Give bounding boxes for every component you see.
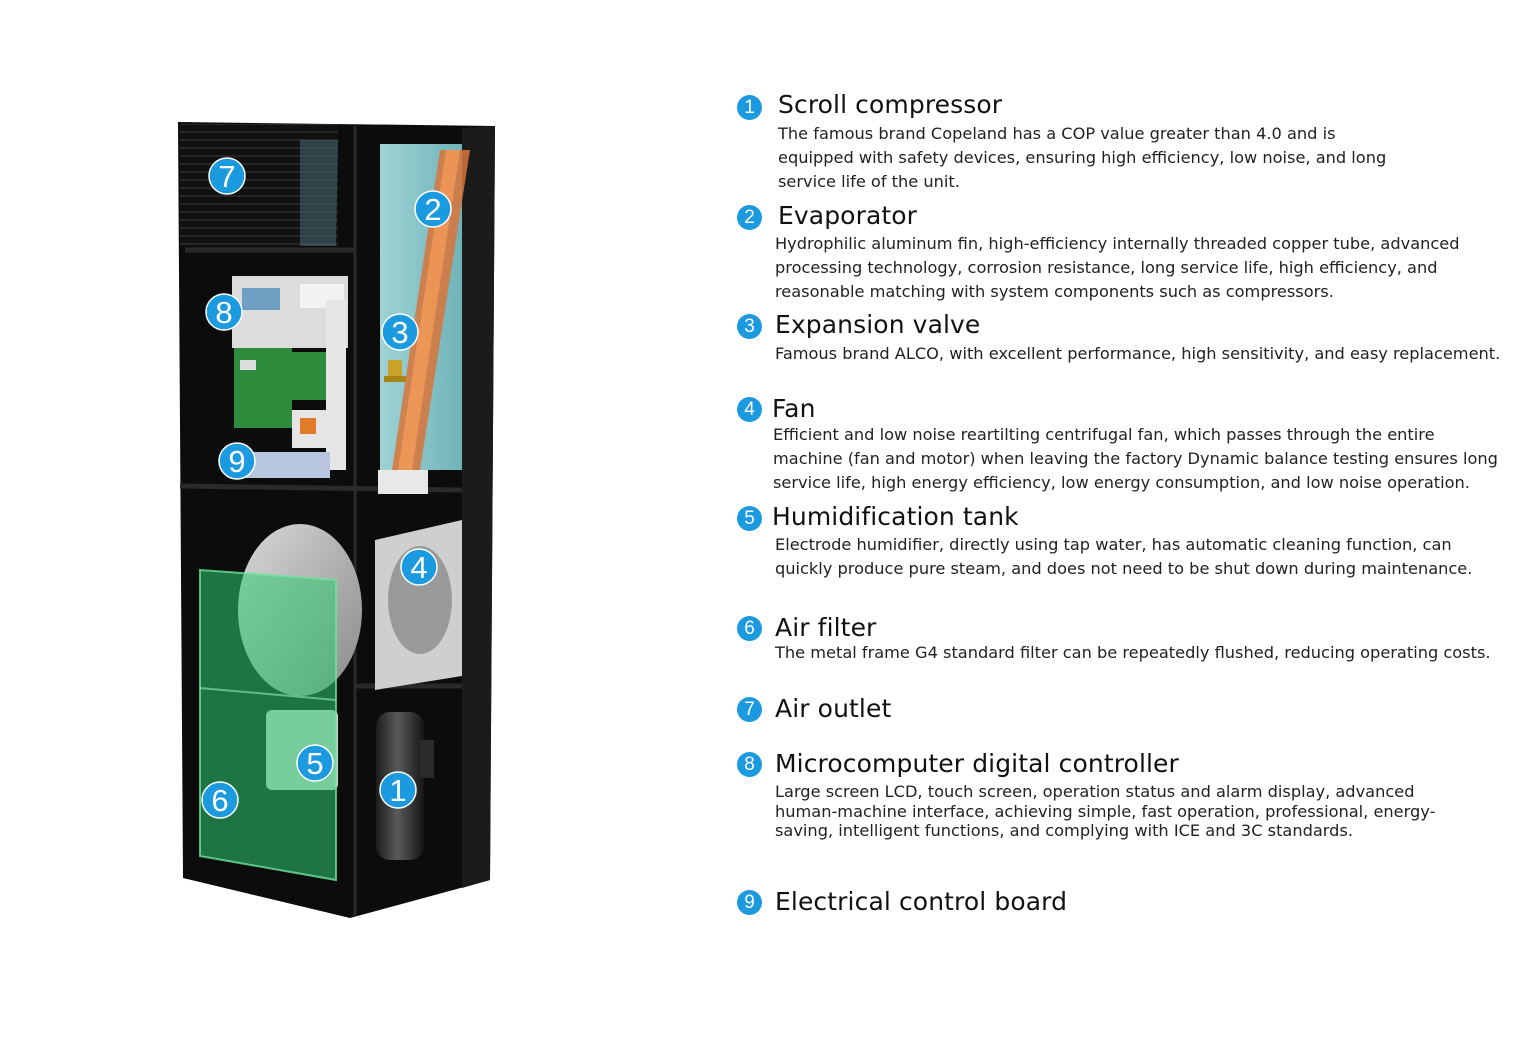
description-line: human-machine interface, achieving simpl… xyxy=(775,801,1436,821)
legend-description: Large screen LCD, touch screen, operatio… xyxy=(775,782,1435,841)
legend-number-badge: 3 xyxy=(737,314,762,339)
description-line: service life, high energy efficiency, lo… xyxy=(773,473,1470,492)
diagram-badge-number: 6 xyxy=(211,783,228,818)
description-line: Efficient and low noise reartilting cent… xyxy=(773,425,1435,444)
description-line: The metal frame G4 standard filter can b… xyxy=(775,643,1491,662)
description-line: processing technology, corrosion resista… xyxy=(775,258,1438,277)
legend-title: Electrical control board xyxy=(775,887,1068,916)
diagram-badge-4: 4 xyxy=(400,548,438,586)
legend-number-badge: 1 xyxy=(737,95,762,120)
diagram-badge-number: 1 xyxy=(389,773,406,808)
diagram-badge-number: 4 xyxy=(410,550,427,585)
description-line: quickly produce pure steam, and does not… xyxy=(775,559,1473,578)
diagram-badge-number: 5 xyxy=(306,746,323,781)
diagram-badge-number: 9 xyxy=(228,444,245,479)
precision-air-conditioner-cutaway: 1 2 3 4 5 6 7 8 9 xyxy=(178,122,495,918)
expansion-valve xyxy=(384,360,406,382)
diagram-badge-5: 5 xyxy=(296,744,334,782)
legend-description: Famous brand ALCO, with excellent perfor… xyxy=(775,342,1500,366)
diagram-badge-9: 9 xyxy=(218,442,256,480)
diagram-badge-number: 3 xyxy=(391,315,408,350)
legend-title: Scroll compressor xyxy=(778,90,1003,119)
legend-title: Fan xyxy=(772,394,816,423)
legend-number-badge: 2 xyxy=(737,205,762,230)
description-line: The famous brand Copeland has a COP valu… xyxy=(778,124,1336,143)
description-line: equipped with safety devices, ensuring h… xyxy=(778,148,1387,167)
legend-title: Expansion valve xyxy=(775,310,981,339)
diagram-badge-7: 7 xyxy=(208,157,246,195)
legend-description: Electrode humidifier, directly using tap… xyxy=(775,533,1472,581)
legend-title: Air filter xyxy=(775,613,877,642)
description-line: Electrode humidifier, directly using tap… xyxy=(775,535,1452,554)
diagram-badge-3: 3 xyxy=(381,313,419,351)
description-line: machine (fan and motor) when leaving the… xyxy=(773,449,1498,468)
legend-number-badge: 6 xyxy=(737,616,762,641)
legend-description: Hydrophilic aluminum fin, high-efficienc… xyxy=(775,232,1460,304)
legend-number-badge: 5 xyxy=(737,506,762,531)
legend-title: Microcomputer digital controller xyxy=(775,749,1179,778)
description-line: saving, intelligent functions, and compl… xyxy=(775,821,1354,840)
legend-description: The famous brand Copeland has a COP valu… xyxy=(778,122,1386,194)
diagram-badge-number: 8 xyxy=(215,295,232,330)
diagram-badge-number: 7 xyxy=(218,159,235,194)
description-line: Large screen LCD, touch screen, operatio… xyxy=(775,782,1415,801)
legend-description: The metal frame G4 standard filter can b… xyxy=(775,641,1491,665)
legend-title: Evaporator xyxy=(778,201,918,230)
diagram-badge-6: 6 xyxy=(201,781,239,819)
description-line: Famous brand ALCO, with excellent perfor… xyxy=(775,344,1501,363)
legend-number-badge: 8 xyxy=(737,752,762,777)
diagram-badge-1: 1 xyxy=(379,771,417,809)
legend-title: Humidification tank xyxy=(772,502,1019,531)
diagram-badge-2: 2 xyxy=(414,190,452,228)
description-line: reasonable matching with system componen… xyxy=(775,282,1334,301)
legend-description: Efficient and low noise reartilting cent… xyxy=(773,423,1498,495)
legend-number-badge: 9 xyxy=(737,890,762,915)
legend-number-badge: 4 xyxy=(737,397,762,422)
diagram-badge-8: 8 xyxy=(205,293,243,331)
diagram-badge-number: 2 xyxy=(424,192,441,227)
description-line: service life of the unit. xyxy=(778,172,960,191)
legend-title: Air outlet xyxy=(775,694,892,723)
legend-number-badge: 7 xyxy=(737,697,762,722)
description-line: Hydrophilic aluminum fin, high-efficienc… xyxy=(775,234,1460,253)
controller-panel xyxy=(232,276,348,470)
